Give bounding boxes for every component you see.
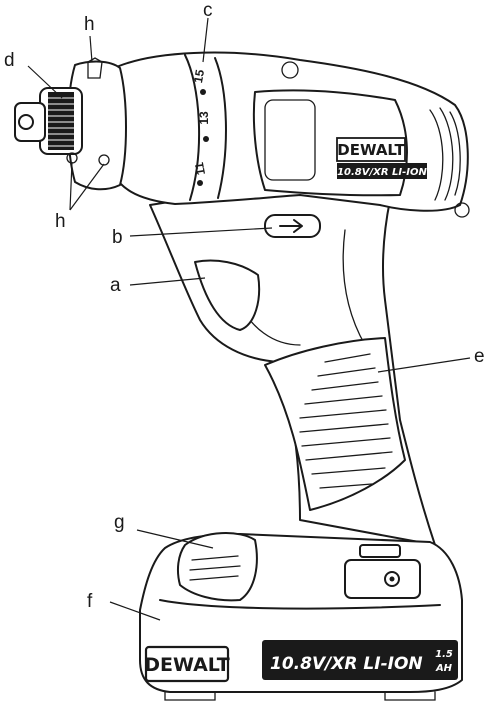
battery-spec: 10.8V/XR LI-ION	[270, 654, 423, 674]
callout-h-bottom: h	[55, 211, 66, 232]
callout-c: c	[203, 0, 213, 21]
battery-spec-strip: 10.8V/XR LI-ION 1.5 AH	[262, 640, 458, 680]
chuck-assembly	[14, 57, 127, 191]
callout-a: a	[110, 275, 121, 296]
callout-h-top: h	[84, 14, 95, 35]
callout-labels: c d h h b a e g f	[4, 0, 485, 612]
battery-capacity-unit: AH	[435, 663, 453, 674]
callout-f: f	[87, 591, 93, 612]
dial-number-11: 11	[192, 161, 208, 176]
dial-number-13: 13	[197, 111, 211, 125]
battery-capacity-value: 1.5	[435, 649, 453, 660]
callout-e: e	[474, 346, 485, 367]
body-spec: 10.8V/XR LI-ION	[337, 167, 427, 178]
callout-d: d	[4, 50, 15, 71]
callout-leaders	[27, 17, 471, 621]
direction-switch	[264, 214, 321, 238]
torque-dial: 15 13 11	[191, 68, 211, 186]
motor-housing	[103, 51, 470, 218]
body-brand: DEWALT	[337, 141, 405, 159]
dial-number-15: 15	[191, 68, 207, 84]
battery-logo-plate: DEWALT	[144, 645, 230, 683]
trigger	[194, 259, 261, 331]
callout-b: b	[112, 227, 123, 248]
callout-g: g	[114, 512, 125, 533]
grip-pad	[264, 337, 406, 511]
body-logo-plate: DEWALT 10.8V/XR LI-ION	[336, 137, 428, 179]
battery-brand: DEWALT	[144, 654, 230, 676]
chuck-sleeve	[48, 92, 74, 150]
